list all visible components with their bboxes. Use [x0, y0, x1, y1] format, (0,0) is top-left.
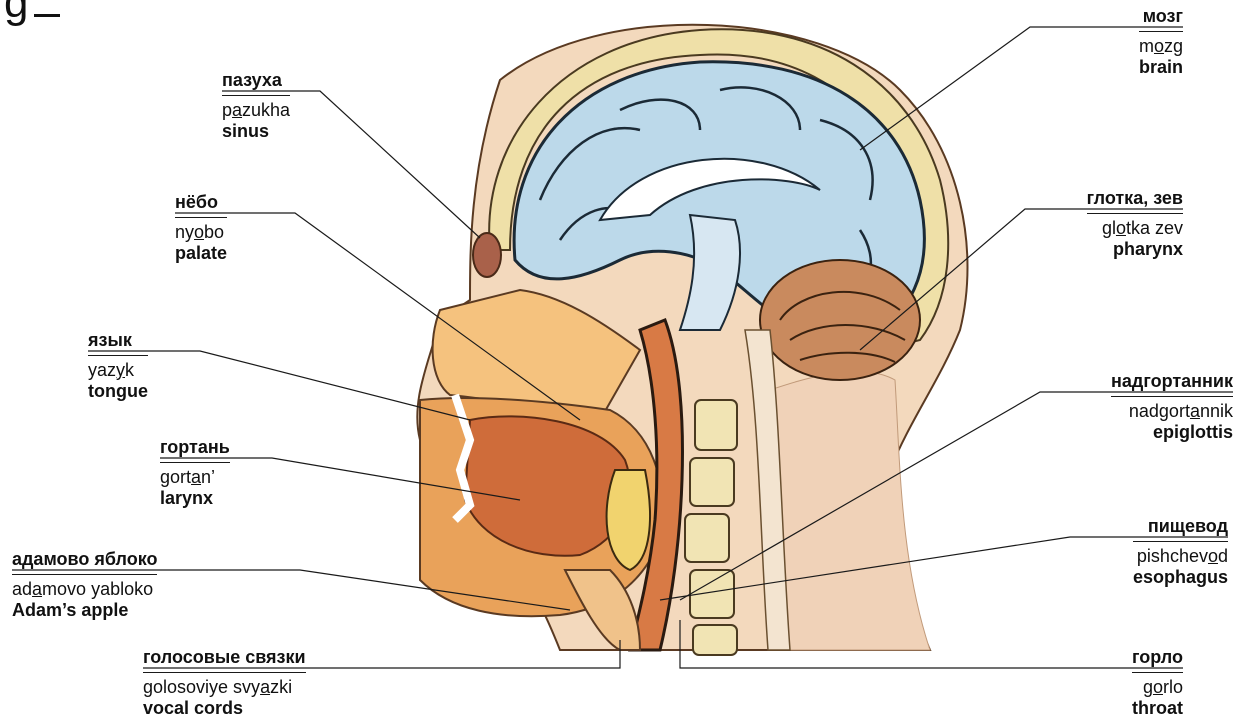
label-adams-apple-translit: adamovo yabloko — [12, 579, 157, 600]
label-throat-ru: горло — [1132, 647, 1183, 673]
label-brain-ru: мозг — [1139, 6, 1183, 32]
label-palate-translit: nyobo — [175, 222, 227, 243]
label-palate-ru: нёбо — [175, 192, 227, 218]
label-vocal-cords: голосовые связки golosoviye svyazki voca… — [143, 647, 306, 719]
label-sinus: пазуха pazukha sinus — [222, 70, 290, 142]
label-epiglottis-en: epiglottis — [1111, 422, 1233, 443]
sinus-cavity — [473, 233, 501, 277]
label-sinus-translit: pazukha — [222, 100, 290, 121]
label-esophagus: пищевод pishchevod esophagus — [1133, 516, 1228, 588]
label-palate: нёбо nyobo palate — [175, 192, 227, 264]
label-brain-en: brain — [1139, 57, 1183, 78]
label-sinus-ru: пазуха — [222, 70, 290, 96]
label-vocal-cords-translit: golosoviye svyazki — [143, 677, 306, 698]
label-tongue: язык yazyk tongue — [88, 330, 148, 402]
label-larynx-ru: гортань — [160, 437, 230, 463]
label-larynx-translit: gortan’ — [160, 467, 230, 488]
label-esophagus-translit: pishchevod — [1133, 546, 1228, 567]
label-pharynx-translit: glotka zev — [1087, 218, 1183, 239]
label-vocal-cords-en: vocal cords — [143, 698, 306, 719]
label-tongue-translit: yazyk — [88, 360, 148, 381]
label-throat-translit: gorlo — [1132, 677, 1183, 698]
label-epiglottis-ru: надгортанник — [1111, 371, 1233, 397]
label-adams-apple-en: Adam’s apple — [12, 600, 157, 621]
label-sinus-en: sinus — [222, 121, 290, 142]
label-adams-apple: адамово яблоко adamovo yabloko Adam’s ap… — [12, 549, 157, 621]
label-esophagus-en: esophagus — [1133, 567, 1228, 588]
label-epiglottis: надгортанник nadgortannik epiglottis — [1111, 371, 1233, 443]
label-vocal-cords-ru: голосовые связки — [143, 647, 306, 673]
label-tongue-ru: язык — [88, 330, 148, 356]
label-throat: горло gorlo throat — [1132, 647, 1183, 719]
label-palate-en: palate — [175, 243, 227, 264]
label-throat-en: throat — [1132, 698, 1183, 719]
label-adams-apple-ru: адамово яблоко — [12, 549, 157, 575]
label-esophagus-ru: пищевод — [1133, 516, 1228, 542]
label-brain: мозг mozg brain — [1139, 6, 1183, 78]
label-epiglottis-translit: nadgortannik — [1111, 401, 1233, 422]
label-larynx: гортань gortan’ larynx — [160, 437, 230, 509]
label-pharynx-en: pharynx — [1087, 239, 1183, 260]
label-brain-translit: mozg — [1139, 36, 1183, 57]
label-pharynx: глотка, зев glotka zev pharynx — [1087, 188, 1183, 260]
label-larynx-en: larynx — [160, 488, 230, 509]
label-tongue-en: tongue — [88, 381, 148, 402]
label-pharynx-ru: глотка, зев — [1087, 188, 1183, 214]
